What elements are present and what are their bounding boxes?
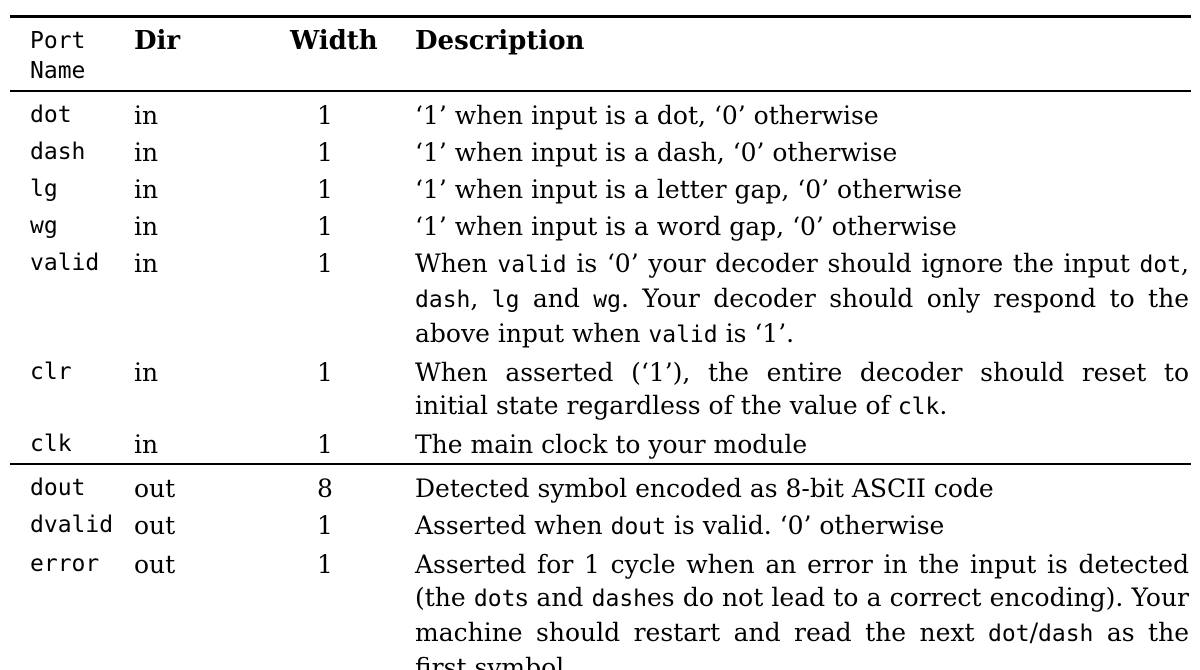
width-cell: 1 (317, 101, 333, 130)
text-segment: is ‘1’. (717, 319, 795, 348)
port-name-cell: dash (30, 139, 86, 165)
dir-cell: out (134, 511, 176, 540)
description-cell: Asserted when dout is valid. ‘0’ otherwi… (360, 507, 1191, 546)
table-row-lg: lg in 1 ‘1’ when input is a letter gap, … (10, 171, 1191, 208)
width-cell: 1 (317, 175, 333, 204)
inline-code: valid (497, 252, 567, 278)
port-name-cell: valid (30, 250, 100, 276)
description-cell: Detected symbol encoded as 8-bit ASCII c… (360, 464, 1191, 507)
port-description-table: Port Name Dir Width Description dot in 1… (10, 15, 1191, 670)
text-segment: The main clock to your module (415, 430, 808, 459)
port-name-cell: wg (30, 213, 58, 239)
text-segment: . Your decoder should only respond to th… (415, 284, 1189, 348)
description-cell: ‘1’ when input is a dot, ‘0’ otherwise (360, 91, 1191, 134)
inline-code: dash (591, 586, 648, 612)
dir-cell: in (134, 212, 159, 241)
table-row-wg: wg in 1 ‘1’ when input is a word gap, ‘0… (10, 208, 1191, 245)
text-segment: ‘1’ when input is a word gap, ‘0’ otherw… (415, 212, 957, 241)
table-row-clk: clk in 1 The main clock to your module (10, 426, 1191, 464)
text-segment: When (415, 249, 498, 278)
description-cell: The main clock to your module (360, 426, 1191, 464)
inline-code: dash (1038, 621, 1094, 647)
table-header: Port Name Dir Width Description (10, 17, 1191, 92)
output-ports-section: dout out 8 Detected symbol encoded as 8-… (10, 464, 1191, 670)
table-row-dvalid: dvalid out 1 Asserted when dout is valid… (10, 507, 1191, 546)
port-table-container: Port Name Dir Width Description dot in 1… (10, 15, 1191, 670)
port-name-cell: clk (30, 431, 72, 457)
width-cell: 1 (317, 212, 333, 241)
table-row-clr: clr in 1 When asserted (‘1’), the entire… (10, 354, 1191, 426)
text-segment: as the first symbol. (415, 618, 1189, 670)
text-segment: s and (515, 583, 592, 612)
description-cell: ‘1’ when input is a dash, ‘0’ otherwise (360, 134, 1191, 171)
port-name-cell: error (30, 551, 100, 577)
inline-code: dot (473, 586, 516, 612)
text-segment: and (519, 284, 594, 313)
width-cell: 1 (317, 430, 333, 459)
dir-cell: in (134, 249, 159, 278)
inline-code: dash (415, 287, 471, 313)
text-segment: ‘1’ when input is a letter gap, ‘0’ othe… (415, 175, 962, 204)
dir-cell: in (134, 101, 159, 130)
inline-code: wg (593, 287, 621, 313)
table-header-row: Port Name Dir Width Description (10, 17, 1191, 92)
description-cell: ‘1’ when input is a word gap, ‘0’ otherw… (360, 208, 1191, 245)
header-width: Width (290, 26, 378, 56)
dir-cell: out (134, 550, 176, 579)
header-port-line1: Port (30, 28, 86, 54)
inline-code: valid (648, 322, 718, 348)
dir-cell: out (134, 474, 176, 503)
text-segment: ‘1’ when input is a dot, ‘0’ otherwise (415, 101, 879, 130)
inline-code: lg (491, 287, 520, 313)
width-cell: 1 (317, 511, 333, 540)
text-segment: , (470, 284, 492, 313)
text-segment: When asserted (‘1’), the entire decoder … (415, 358, 1189, 420)
width-cell: 1 (317, 550, 333, 579)
text-segment: Asserted for 1 cycle when an error in th… (415, 550, 1189, 612)
header-port-line2: Name (30, 58, 86, 84)
port-name-cell: dout (30, 475, 86, 501)
dir-cell: in (134, 138, 159, 167)
input-ports-section: dot in 1 ‘1’ when input is a dot, ‘0’ ot… (10, 91, 1191, 464)
text-segment: . (939, 391, 948, 420)
header-dir: Dir (134, 26, 181, 56)
port-name-cell: dot (30, 102, 72, 128)
table-row-dout: dout out 8 Detected symbol encoded as 8-… (10, 464, 1191, 507)
port-name-cell: dvalid (30, 512, 114, 538)
port-name-cell: clr (30, 359, 72, 385)
text-segment: es do not lead to a correct encoding). Y… (415, 583, 1189, 647)
text-segment: is valid. ‘0’ otherwise (665, 511, 945, 540)
table-row-valid: valid in 1 When valid is ‘0’ your decode… (10, 245, 1191, 354)
description-cell: Asserted for 1 cycle when an error in th… (360, 546, 1191, 670)
width-cell: 1 (317, 358, 333, 387)
text-segment: , (1181, 249, 1189, 278)
header-port-name: Port Name (10, 17, 134, 92)
text-segment: Detected symbol encoded as 8-bit ASCII c… (415, 474, 994, 503)
dir-cell: in (134, 358, 159, 387)
description-cell: When asserted (‘1’), the entire decoder … (360, 354, 1191, 426)
text-segment: ‘1’ when input is a dash, ‘0’ otherwise (415, 138, 898, 167)
text-segment: / (1029, 618, 1039, 647)
text-segment: is ‘0’ your decoder should ignore the in… (566, 249, 1140, 278)
width-cell: 1 (317, 138, 333, 167)
header-description: Description (415, 26, 585, 56)
port-name-cell: lg (30, 176, 58, 202)
width-cell: 1 (317, 249, 333, 278)
inline-code: dout (610, 514, 666, 540)
text-segment: Asserted when (415, 511, 611, 540)
inline-code: dot (1139, 252, 1182, 278)
table-row-dash: dash in 1 ‘1’ when input is a dash, ‘0’ … (10, 134, 1191, 171)
table-row-error: error out 1 Asserted for 1 cycle when an… (10, 546, 1191, 670)
dir-cell: in (134, 175, 159, 204)
dir-cell: in (134, 430, 159, 459)
inline-code: clk (897, 394, 940, 420)
width-cell: 8 (317, 474, 333, 503)
description-cell: ‘1’ when input is a letter gap, ‘0’ othe… (360, 171, 1191, 208)
inline-code: dot (988, 621, 1030, 647)
description-cell: When valid is ‘0’ your decoder should ig… (360, 245, 1191, 354)
table-row-dot: dot in 1 ‘1’ when input is a dot, ‘0’ ot… (10, 91, 1191, 134)
